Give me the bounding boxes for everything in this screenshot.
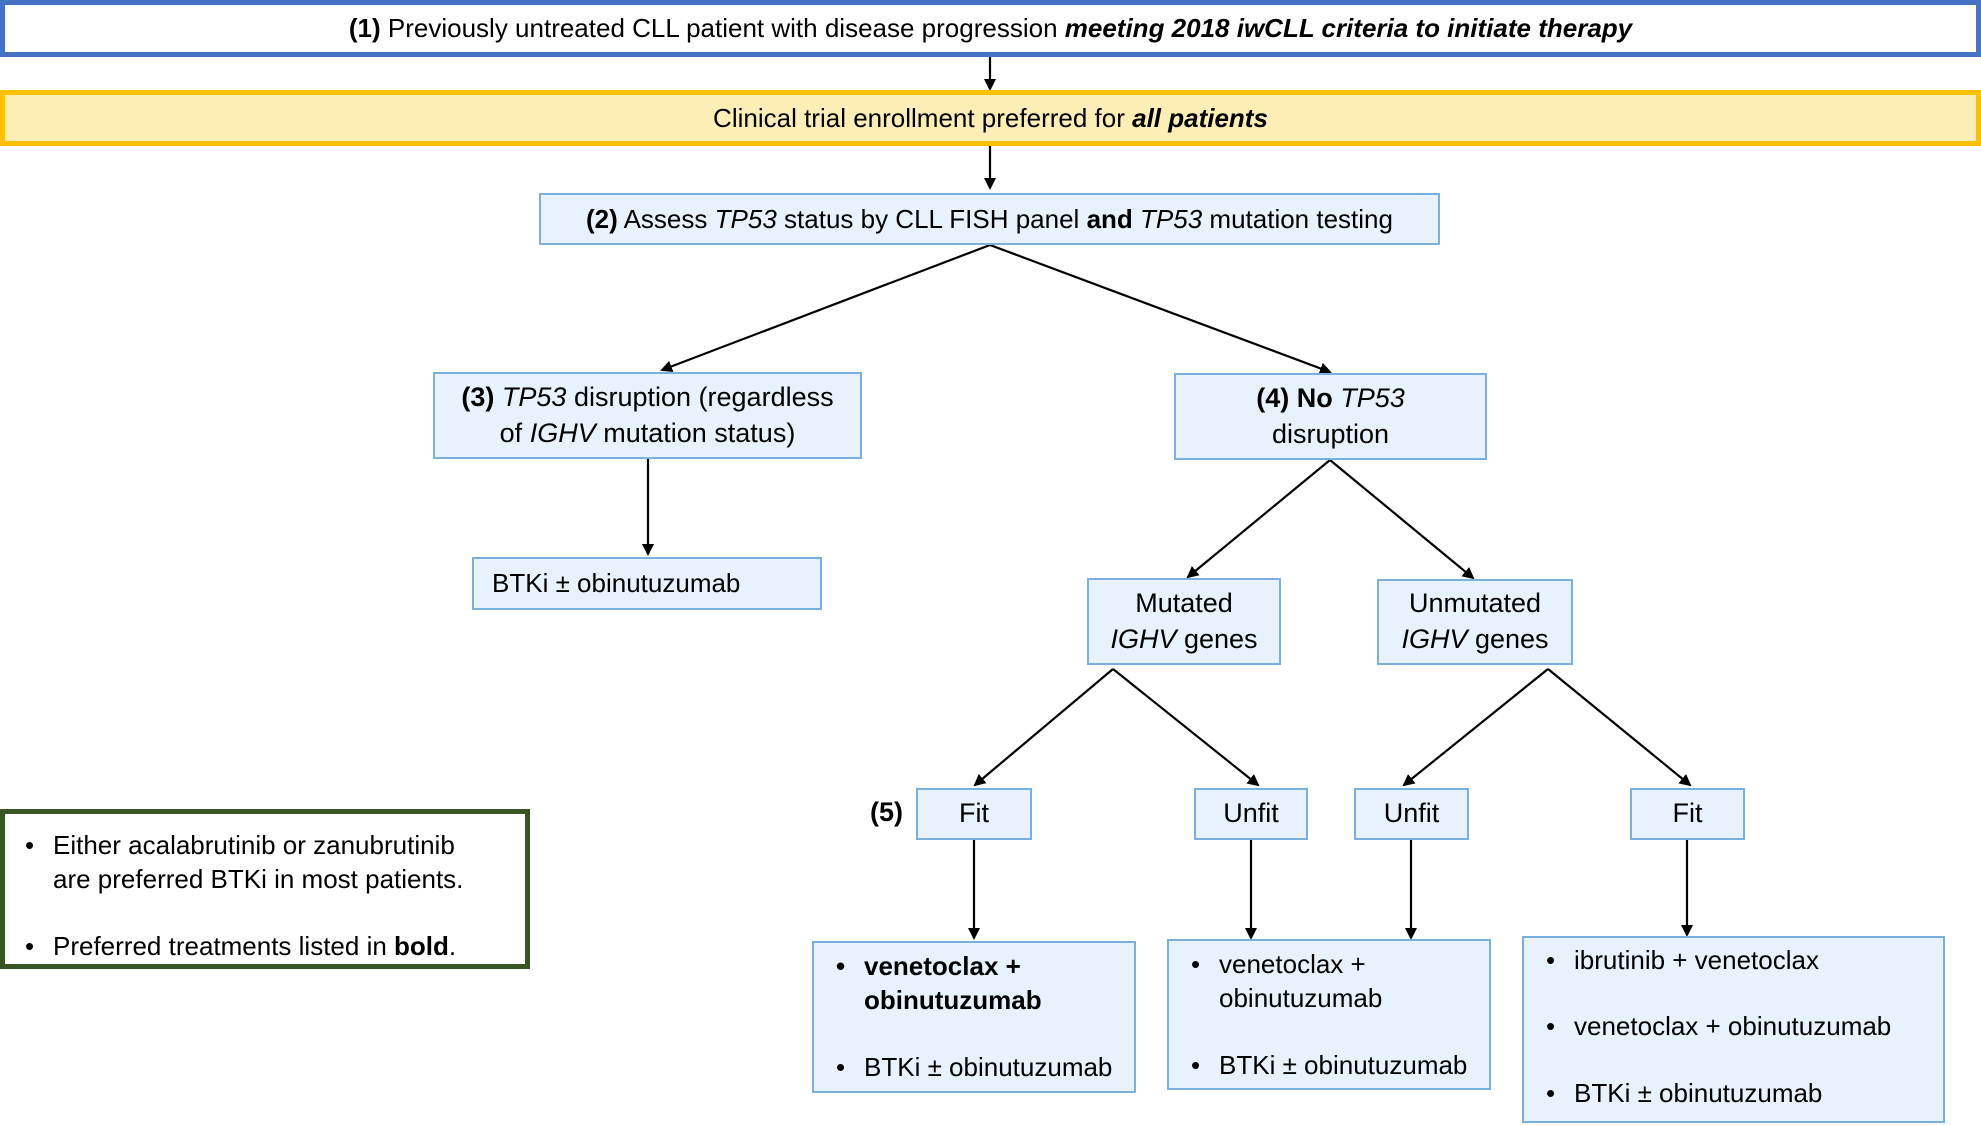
legend-box: Either acalabrutinib or zanubrutinib are… bbox=[0, 809, 530, 969]
treatment-tp53-text: BTKi ± obinutuzumab bbox=[492, 568, 741, 599]
node-4-no-tp53-disruption: (4) No TP53 disruption bbox=[1174, 373, 1487, 460]
list-item: BTKi ± obinutuzumab bbox=[1540, 1076, 1891, 1111]
node-3-gene: TP53 bbox=[501, 381, 567, 412]
node-3-ighv: IGHV bbox=[529, 417, 596, 448]
node-3-text-of: of bbox=[499, 417, 523, 448]
node-1-emphasis: meeting 2018 iwCLL criteria to initiate … bbox=[1064, 13, 1633, 44]
node-4-gene: TP53 bbox=[1340, 382, 1405, 413]
treatment-mutated-fit: venetoclax + obinutuzumab BTKi ± obinutu… bbox=[812, 941, 1136, 1093]
clinical-trial-banner: Clinical trial enrollment preferred for … bbox=[0, 90, 1981, 146]
node-4-number: (4) bbox=[1256, 382, 1290, 413]
arrow-4-to-unmutated bbox=[1329, 459, 1475, 580]
node-3-text-2: mutation status) bbox=[603, 417, 796, 448]
treatment-unmutated-fit-list: ibrutinib + venetoclax venetoclax + obin… bbox=[1540, 943, 1891, 1110]
arrow-unmutated-to-fit bbox=[1547, 668, 1692, 787]
node-unmutated-fit: Fit bbox=[1630, 788, 1745, 840]
node-unmutated-unfit: Unfit bbox=[1354, 788, 1469, 840]
node-mutated-fit: Fit bbox=[916, 788, 1032, 840]
unmutated-label: Unmutated bbox=[1408, 588, 1542, 619]
list-item: ibrutinib + venetoclax bbox=[1540, 943, 1891, 978]
mutated-label: Mutated bbox=[1135, 587, 1233, 618]
arrow-mutated-to-unfit bbox=[1112, 668, 1260, 787]
node-2-gene-2: TP53 bbox=[1140, 203, 1203, 234]
list-item: BTKi ± obinutuzumab bbox=[830, 1050, 1112, 1085]
list-item: BTKi ± obinutuzumab bbox=[1185, 1048, 1467, 1083]
arrow-2-to-4 bbox=[989, 243, 1332, 375]
node-1-number: (1) bbox=[348, 13, 381, 44]
arrow-4-to-mutated bbox=[1186, 459, 1331, 579]
treatment-mutated-fit-list: venetoclax + obinutuzumab BTKi ± obinutu… bbox=[830, 949, 1112, 1084]
legend-item: Either acalabrutinib or zanubrutinib are… bbox=[19, 828, 463, 897]
mutated-ighv: IGHV bbox=[1110, 623, 1177, 654]
node-3-text-1: disruption (regardless bbox=[573, 381, 834, 412]
node-2-and: and bbox=[1086, 203, 1133, 234]
trial-emphasis: all patients bbox=[1132, 102, 1268, 133]
mutated-genes: genes bbox=[1183, 623, 1258, 654]
trial-text: Clinical trial enrollment preferred for bbox=[713, 102, 1125, 133]
mutated-unfit-label: Unfit bbox=[1223, 798, 1279, 829]
node-2-text-mutation: mutation testing bbox=[1209, 203, 1393, 234]
node-mutated-unfit: Unfit bbox=[1194, 788, 1308, 840]
node-2-gene: TP53 bbox=[714, 203, 777, 234]
step-5-label: (5) bbox=[870, 797, 903, 827]
node-1-untreated-patient: (1) Previously untreated CLL patient wit… bbox=[0, 0, 1981, 57]
legend-list: Either acalabrutinib or zanubrutinib are… bbox=[19, 828, 463, 963]
legend-item: Preferred treatments listed in bold. bbox=[19, 929, 463, 964]
node-2-text-fish: status by CLL FISH panel bbox=[784, 203, 1080, 234]
arrow-unmutated-to-unfit bbox=[1402, 668, 1549, 787]
node-1-text: Previously untreated CLL patient with di… bbox=[387, 13, 1058, 44]
node-3-tp53-disruption: (3) TP53 disruption (regardless of IGHV … bbox=[433, 372, 862, 459]
node-2-text-assess: Assess bbox=[623, 203, 708, 234]
treatment-unfit-list: venetoclax + obinutuzumab BTKi ± obinutu… bbox=[1185, 947, 1467, 1082]
list-item: venetoclax + obinutuzumab bbox=[1185, 947, 1467, 1016]
treatment-unmutated-fit: ibrutinib + venetoclax venetoclax + obin… bbox=[1522, 936, 1945, 1123]
arrow-mutated-to-fit bbox=[973, 668, 1114, 787]
unmutated-unfit-label: Unfit bbox=[1383, 798, 1440, 829]
list-item: venetoclax + obinutuzumab bbox=[830, 949, 1112, 1018]
unmutated-ighv: IGHV bbox=[1401, 624, 1468, 654]
node-2-number: (2) bbox=[586, 203, 618, 234]
treatment-unfit: venetoclax + obinutuzumab BTKi ± obinutu… bbox=[1167, 939, 1491, 1090]
node-2-assess-tp53: (2) Assess TP53 status by CLL FISH panel… bbox=[539, 193, 1440, 245]
node-3-number: (3) bbox=[461, 381, 495, 412]
node-unmutated-ighv: Unmutated IGHV genes bbox=[1377, 579, 1573, 665]
treatment-tp53-btki: BTKi ± obinutuzumab bbox=[472, 557, 822, 610]
node-4-text: disruption bbox=[1271, 418, 1390, 449]
mutated-fit-label: Fit bbox=[959, 798, 989, 829]
list-item: venetoclax + obinutuzumab bbox=[1540, 1009, 1891, 1044]
unmutated-genes: genes bbox=[1474, 624, 1549, 654]
node-4-no: No bbox=[1296, 382, 1333, 413]
arrow-2-to-3 bbox=[660, 243, 991, 373]
unmutated-fit-label: Fit bbox=[1672, 798, 1703, 829]
node-mutated-ighv: Mutated IGHV genes bbox=[1087, 578, 1281, 665]
